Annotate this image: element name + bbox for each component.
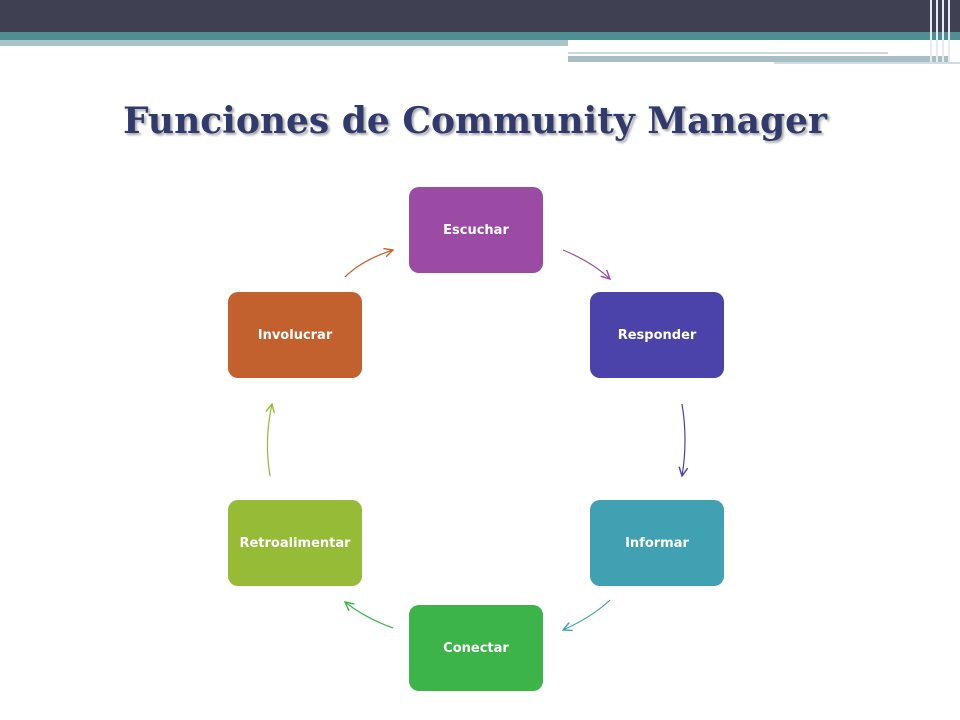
cycle-node-responder[interactable]: Responder <box>590 292 724 378</box>
cycle-node-label: Responder <box>617 327 697 343</box>
cycle-node-escuchar[interactable]: Escuchar <box>409 187 543 273</box>
cycle-node-label: Involucrar <box>257 327 333 343</box>
cycle-arrow <box>563 599 611 630</box>
header-light-band-right <box>568 56 948 62</box>
header-stripe <box>930 0 932 62</box>
cycle-node-label: Conectar <box>443 640 509 656</box>
header-stripe <box>936 0 938 62</box>
header-rule <box>774 62 960 64</box>
cycle-node-involucrar[interactable]: Involucrar <box>228 292 362 378</box>
cycle-arrow <box>345 602 394 629</box>
cycle-node-informar[interactable]: Informar <box>590 500 724 586</box>
header-accent-band <box>0 32 960 40</box>
header-stripe <box>948 0 950 62</box>
cycle-arrow <box>344 250 393 278</box>
header-band <box>0 0 960 32</box>
header-thin-line <box>568 52 888 54</box>
cycle-node-label: Informar <box>625 535 689 551</box>
header-light-band <box>0 40 568 46</box>
slide-title: Funciones de Community Manager <box>122 100 828 142</box>
cycle-node-label: Escuchar <box>443 222 509 238</box>
cycle-arrow <box>267 404 272 477</box>
header-stripe <box>942 0 944 62</box>
cycle-arrow <box>682 403 685 476</box>
cycle-node-retroalimentar[interactable]: Retroalimentar <box>228 500 362 586</box>
cycle-node-label: Retroalimentar <box>239 535 351 551</box>
cycle-arrow <box>562 249 610 279</box>
cycle-node-conectar[interactable]: Conectar <box>409 605 543 691</box>
header-gap <box>568 40 960 50</box>
